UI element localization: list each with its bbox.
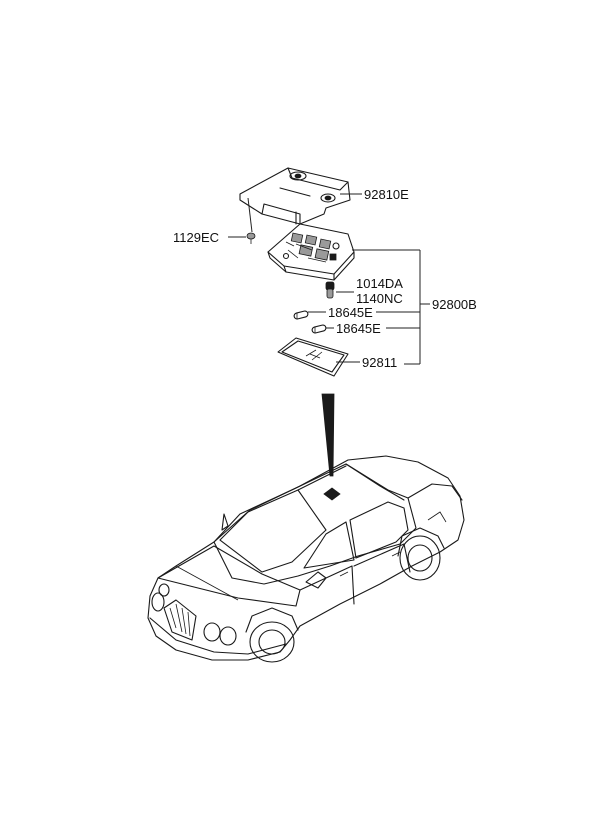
festoon-bulb-1 bbox=[293, 310, 309, 320]
lamp-lens bbox=[277, 337, 349, 377]
label-bracket: 92810E bbox=[364, 187, 409, 202]
label-lens: 92811 bbox=[362, 355, 397, 370]
sedan-car-illustration bbox=[147, 455, 465, 663]
label-bulb-a: 1014DA bbox=[356, 276, 403, 291]
lamp-housing bbox=[267, 223, 355, 281]
label-festoon-1: 18645E bbox=[328, 305, 373, 320]
label-assembly: 92800B bbox=[432, 297, 477, 312]
label-screw: 1129EC bbox=[173, 230, 219, 245]
dome-lamp-location-mark bbox=[323, 487, 341, 501]
festoon-bulb-2 bbox=[311, 324, 327, 334]
location-pointer bbox=[321, 393, 335, 477]
wedge-bulb bbox=[325, 281, 335, 299]
label-festoon-2: 18645E bbox=[336, 321, 381, 336]
leader-lines bbox=[228, 193, 430, 365]
mounting-bracket bbox=[239, 167, 351, 225]
label-bulb-b: 1140NC bbox=[356, 291, 403, 306]
screw bbox=[246, 197, 256, 244]
